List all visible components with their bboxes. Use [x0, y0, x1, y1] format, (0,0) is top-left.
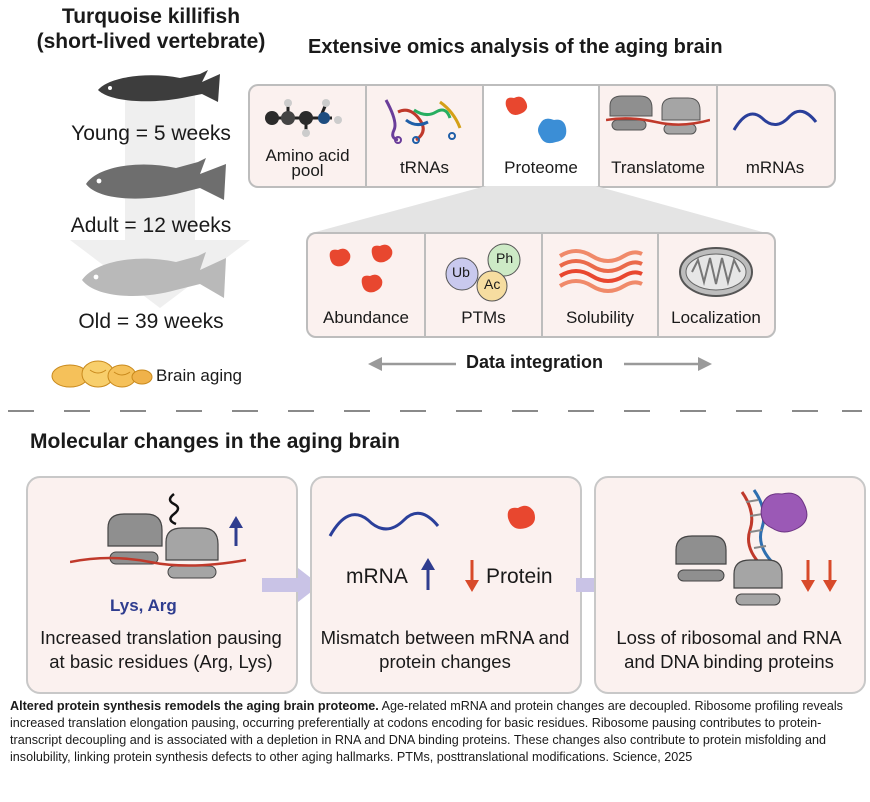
changes-title: Molecular changes in the aging brain: [30, 430, 400, 453]
solubility-icon: [558, 249, 643, 293]
trna-icon: [384, 99, 462, 144]
caption-text: Age-related mRNA and protein changes are…: [10, 699, 843, 764]
loss-text-line2: and DNA binding proteins: [624, 651, 834, 672]
mrna-label: mRNA: [346, 565, 408, 588]
integration-label: Data integration: [466, 352, 604, 372]
pausing-ribosomes-icon: [70, 493, 247, 579]
feature-abundance: Abundance: [322, 308, 410, 327]
mrna-icon: [732, 109, 818, 131]
integration-arrow-right: [624, 357, 712, 371]
feature-localization: Localization: [671, 308, 761, 327]
brain-aging-label: Brain aging: [156, 366, 243, 385]
protein-label: Protein: [486, 565, 553, 588]
mismatch-text-line1: Mismatch between mRNA and: [320, 627, 570, 648]
pausing-text-line2: at basic residues (Arg, Lys): [49, 651, 273, 672]
binding-proteins-icon: [675, 489, 837, 606]
layer-translatome: Translatome: [611, 158, 705, 177]
layer-trnas: tRNAs: [399, 158, 450, 177]
organism-title-line2: (short-lived vertebrate): [36, 30, 266, 53]
layer-amino-acid: Amino acid pool: [250, 146, 365, 180]
organism-title: Turquoise killifish (short-lived vertebr…: [20, 4, 282, 54]
panel-mismatch: [310, 476, 582, 694]
panel-loss-text: Loss of ribosomal and RNA and DNA bindin…: [594, 626, 864, 674]
layer-amino-acid-line2: pool: [291, 161, 324, 180]
adult-fish-icon: [86, 158, 226, 200]
ptm-ph: Ph: [496, 250, 514, 266]
omics-title: Extensive omics analysis of the aging br…: [308, 36, 723, 58]
stage-young: Young = 5 weeks: [71, 122, 231, 145]
feature-ptms: PTMs: [461, 308, 506, 327]
translatome-icon: [606, 95, 710, 135]
ptm-ac: Ac: [484, 276, 501, 292]
figure-caption: Altered protein synthesis remodels the a…: [10, 698, 862, 766]
panel-pausing-text: Increased translation pausing at basic r…: [26, 626, 296, 674]
mismatch-text-line2: protein changes: [379, 651, 511, 672]
proteome-icon: [505, 96, 567, 144]
loss-text-line1: Loss of ribosomal and RNA: [616, 627, 842, 648]
old-fish-icon: [82, 252, 226, 298]
layer-proteome: Proteome: [504, 158, 578, 177]
mrna-up-arrow: [421, 558, 435, 590]
mitochondrion-icon: [679, 247, 753, 297]
abundance-icon: [329, 244, 393, 293]
panel-protein-icon: [507, 505, 535, 529]
stage-old: Old = 39 weeks: [78, 310, 224, 333]
organism-title-line1: Turquoise killifish: [61, 5, 241, 28]
panel-mismatch-text: Mismatch between mRNA and protein change…: [310, 626, 580, 674]
ptm-ub: Ub: [452, 264, 470, 280]
panel-loss: [594, 476, 866, 694]
flow-arrow-1: [262, 568, 320, 602]
brain-icon: [51, 360, 153, 388]
pausing-residues: Lys, Arg: [110, 596, 177, 615]
layer-amino-acid-line1: Amino acid: [265, 146, 350, 165]
ptm-icon: [445, 243, 521, 302]
caption-bold: Altered protein synthesis remodels the a…: [10, 699, 379, 713]
young-fish-icon: [98, 70, 220, 102]
pausing-text-line1: Increased translation pausing: [40, 627, 282, 648]
panel-mrna-icon: [328, 511, 440, 537]
feature-solubility: Solubility: [565, 308, 635, 327]
amino-acid-icon: [265, 99, 342, 137]
protein-down-arrow: [465, 560, 479, 592]
stage-adult: Adult = 12 weeks: [70, 214, 232, 237]
integration-arrow-left: [368, 357, 456, 371]
layer-mrnas: mRNAs: [745, 158, 805, 177]
proteome-expansion: [308, 186, 770, 234]
